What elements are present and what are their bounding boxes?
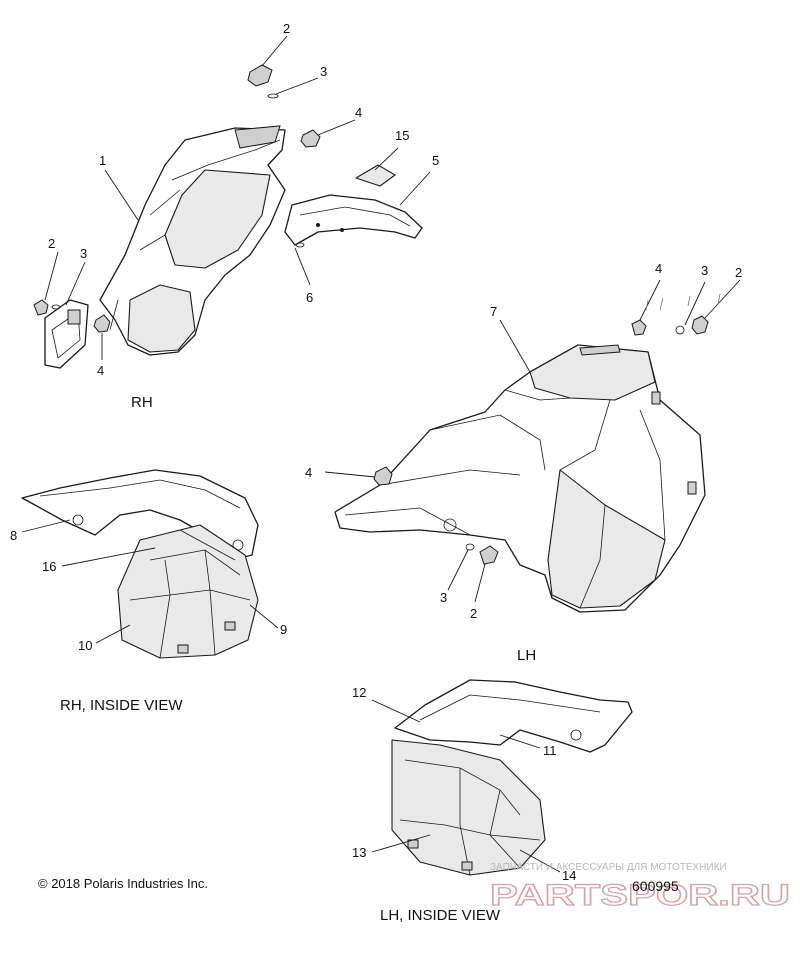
lh-assembly	[324, 279, 741, 613]
view-label-lh-inside: LH, INSIDE VIEW	[380, 907, 501, 924]
lh-inside-leaders	[371, 699, 561, 873]
rh-inside-assembly	[21, 469, 279, 659]
rh-side-bracket	[44, 299, 89, 369]
callout-lh-3a: 3	[701, 263, 708, 278]
lh-fender-well	[547, 469, 666, 609]
callout-lhi-11: 11	[543, 743, 557, 758]
callout-rhi-16: 16	[42, 559, 56, 574]
watermark: ЗАПЧАСТИ И АКСЕССУАРЫ ДЛЯ МОТОТЕХНИКИ PA…	[489, 862, 790, 913]
callout-rh-5: 5	[432, 153, 439, 168]
callout-labels: 2 3 4 15 5 1 2 3 4 6 4 3 2 7 4 3 2 8 16 …	[10, 21, 742, 883]
rh-fender-well	[127, 284, 196, 353]
lh-leaders	[324, 279, 741, 603]
rh-assembly	[33, 35, 431, 369]
callout-lh-2a: 2	[735, 265, 742, 280]
rh-fastener-top	[247, 64, 279, 99]
rh-nut-side	[93, 314, 111, 333]
callout-rh-6: 6	[306, 290, 313, 305]
callout-rh-1: 1	[99, 153, 106, 168]
lh-inside-flap	[394, 679, 633, 753]
rh-leaders	[44, 35, 431, 360]
rh-decal	[355, 164, 396, 187]
callout-lhi-12: 12	[352, 685, 366, 700]
lh-fastener-lower	[465, 543, 499, 565]
callout-lhi-14: 14	[562, 868, 576, 883]
rh-fastener-side	[33, 299, 61, 316]
lh-nut-side	[373, 466, 393, 486]
callout-lh-7: 7	[490, 304, 497, 319]
view-label-lh: LH	[517, 647, 536, 664]
lh-fasteners-top	[631, 315, 709, 336]
callout-rh-4a: 4	[355, 105, 362, 120]
callout-rh-4b: 4	[97, 363, 104, 378]
view-label-rh: RH	[131, 394, 153, 411]
watermark-tagline: ЗАПЧАСТИ И АКСЕССУАРЫ ДЛЯ МОТОТЕХНИКИ	[490, 862, 727, 873]
callout-rh-3a: 3	[320, 64, 327, 79]
rh-rear-flap	[284, 194, 423, 246]
watermark-brand: PARTSPOR.RU	[490, 879, 790, 912]
callout-lh-3b: 3	[440, 590, 447, 605]
callout-rh-2b: 2	[48, 236, 55, 251]
callout-lh-4b: 4	[305, 465, 312, 480]
diagram-number: 600995	[632, 878, 679, 894]
callout-lhi-13: 13	[352, 845, 366, 860]
callout-lh-2b: 2	[470, 606, 477, 621]
callout-rhi-8: 8	[10, 528, 17, 543]
rh-nut-top	[300, 129, 321, 148]
copyright-text: © 2018 Polaris Industries Inc.	[38, 876, 208, 891]
callout-rh-2a: 2	[283, 21, 290, 36]
view-labels: RH LH RH, INSIDE VIEW LH, INSIDE VIEW	[60, 394, 536, 924]
rh-fender-inner-face	[164, 169, 271, 269]
lh-inside-well	[391, 739, 546, 876]
callout-rh-3b: 3	[80, 246, 87, 261]
rh-inside-well	[117, 524, 259, 659]
callout-rh-15: 15	[395, 128, 409, 143]
callout-rhi-9: 9	[280, 622, 287, 637]
rh-washer	[295, 242, 305, 248]
lh-fender-top-face	[529, 344, 656, 401]
callout-lh-4a: 4	[655, 261, 662, 276]
rh-inside-leaders	[21, 519, 279, 644]
view-label-rh-inside: RH, INSIDE VIEW	[60, 697, 183, 714]
callout-rhi-10: 10	[78, 638, 92, 653]
lh-inside-assembly	[371, 679, 633, 876]
